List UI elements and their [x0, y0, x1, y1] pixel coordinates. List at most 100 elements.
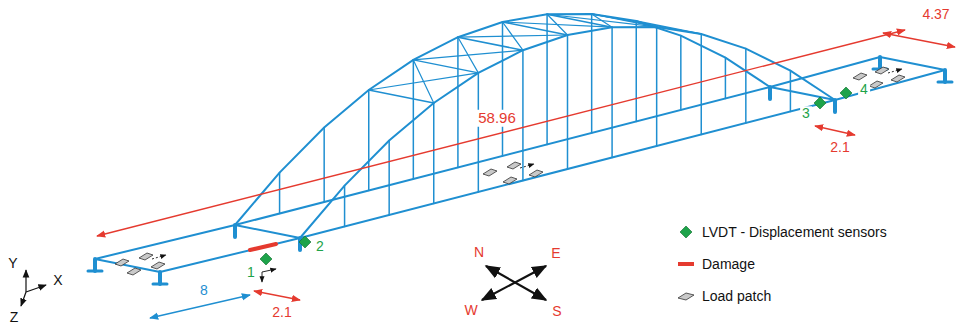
legend-row: Load patch: [702, 288, 771, 304]
local-axis: [262, 269, 276, 272]
arch-rib: [300, 27, 835, 238]
bracing-strut: [413, 60, 478, 73]
load-patch: [483, 169, 497, 176]
legend-sensor: [680, 226, 692, 238]
dimension-lines: [97, 30, 955, 318]
cross-beam: [880, 57, 945, 70]
bracing-strut: [369, 90, 434, 103]
hanger: [413, 60, 415, 179]
legend-text: Load patch: [702, 288, 771, 304]
dimension-line: [97, 30, 905, 236]
load-direction: [520, 164, 534, 168]
hanger: [344, 186, 346, 227]
dimension-value: 4.37: [920, 7, 951, 22]
dimension-value: 2.1: [270, 305, 293, 320]
hanger: [680, 36, 682, 110]
callout-number: 3: [800, 106, 812, 121]
load-patch: [869, 81, 883, 88]
compass-arrow: [482, 266, 546, 300]
sensor-diamond: [260, 253, 272, 265]
callout-number: 4: [858, 82, 870, 97]
hanger: [478, 73, 480, 192]
axis-arrow: [26, 285, 46, 292]
load-patch: [115, 259, 129, 266]
axis-label: Y: [6, 256, 19, 271]
hanger: [725, 58, 727, 99]
legend-row: LVDT - Displacement sensors: [702, 224, 887, 240]
hanger: [567, 35, 569, 169]
hanger: [636, 21, 638, 122]
sensor-diamond: [814, 97, 826, 109]
support-foot: [938, 81, 952, 84]
dimension-line: [254, 291, 300, 300]
callout-number: 1: [245, 265, 257, 280]
hanger: [457, 37, 459, 167]
support-foot: [88, 270, 102, 273]
bridge-structure: [88, 14, 952, 284]
compass-letter: N: [472, 245, 486, 260]
deck-edge: [160, 70, 945, 272]
support-post: [878, 57, 882, 69]
support-post: [943, 70, 947, 82]
bracing-diagonal: [592, 14, 702, 34]
dimension-value: 2.1: [828, 140, 851, 155]
support-post: [768, 87, 772, 99]
hanger: [522, 50, 524, 180]
hanger: [323, 128, 325, 202]
bracing-diagonal: [413, 60, 433, 103]
load-patch: [503, 177, 517, 184]
dimension-line: [883, 33, 955, 47]
callout-number: 2: [314, 239, 326, 254]
dimension-line: [815, 126, 855, 135]
legend-text: LVDT - Displacement sensors: [702, 224, 887, 240]
sensor-marks: [115, 67, 905, 282]
legend-text: Damage: [702, 256, 755, 272]
hanger: [502, 22, 504, 156]
hanger: [790, 71, 792, 112]
hanger: [745, 49, 747, 123]
dimension-value: 58.96: [476, 110, 518, 127]
legend-swatch: [676, 225, 696, 239]
compass-letter: E: [549, 246, 562, 261]
legend-swatch: [676, 289, 696, 303]
support-post: [233, 225, 237, 237]
axis-arrow: [25, 270, 26, 292]
support-foot: [153, 283, 167, 286]
load-patch: [139, 253, 153, 260]
load-direction: [152, 255, 166, 259]
hanger: [279, 173, 281, 214]
load-patch: [853, 73, 867, 80]
load-direction: [888, 69, 902, 73]
cross-beam: [95, 259, 160, 272]
load-patch: [891, 75, 905, 82]
support-post: [93, 259, 97, 271]
sensor-diamond: [840, 87, 852, 99]
axis-label: X: [51, 273, 64, 288]
support-post: [833, 100, 837, 112]
legend-row: Damage: [702, 256, 755, 272]
bracing-strut: [458, 37, 523, 50]
legend-patch: [678, 293, 694, 300]
sensor-diamond: [299, 236, 311, 248]
hanger: [546, 14, 548, 144]
hanger: [433, 103, 435, 204]
hanger: [701, 34, 703, 135]
legend-swatch: [676, 257, 696, 271]
compass-letter: S: [550, 304, 563, 319]
bracing-diagonal: [458, 37, 478, 73]
dimension-value: 8: [198, 283, 210, 298]
load-patch: [875, 67, 889, 74]
legend-damage: [678, 262, 694, 266]
load-patch: [529, 170, 543, 177]
hanger: [591, 14, 593, 133]
bracing-strut: [636, 21, 701, 34]
compass-and-axes: [21, 266, 546, 306]
load-patch: [127, 268, 141, 275]
axis-label: Z: [8, 310, 21, 325]
compass-letter: W: [462, 303, 479, 318]
hanger: [611, 27, 613, 157]
axis-arrow: [21, 292, 26, 306]
load-patch: [507, 162, 521, 169]
